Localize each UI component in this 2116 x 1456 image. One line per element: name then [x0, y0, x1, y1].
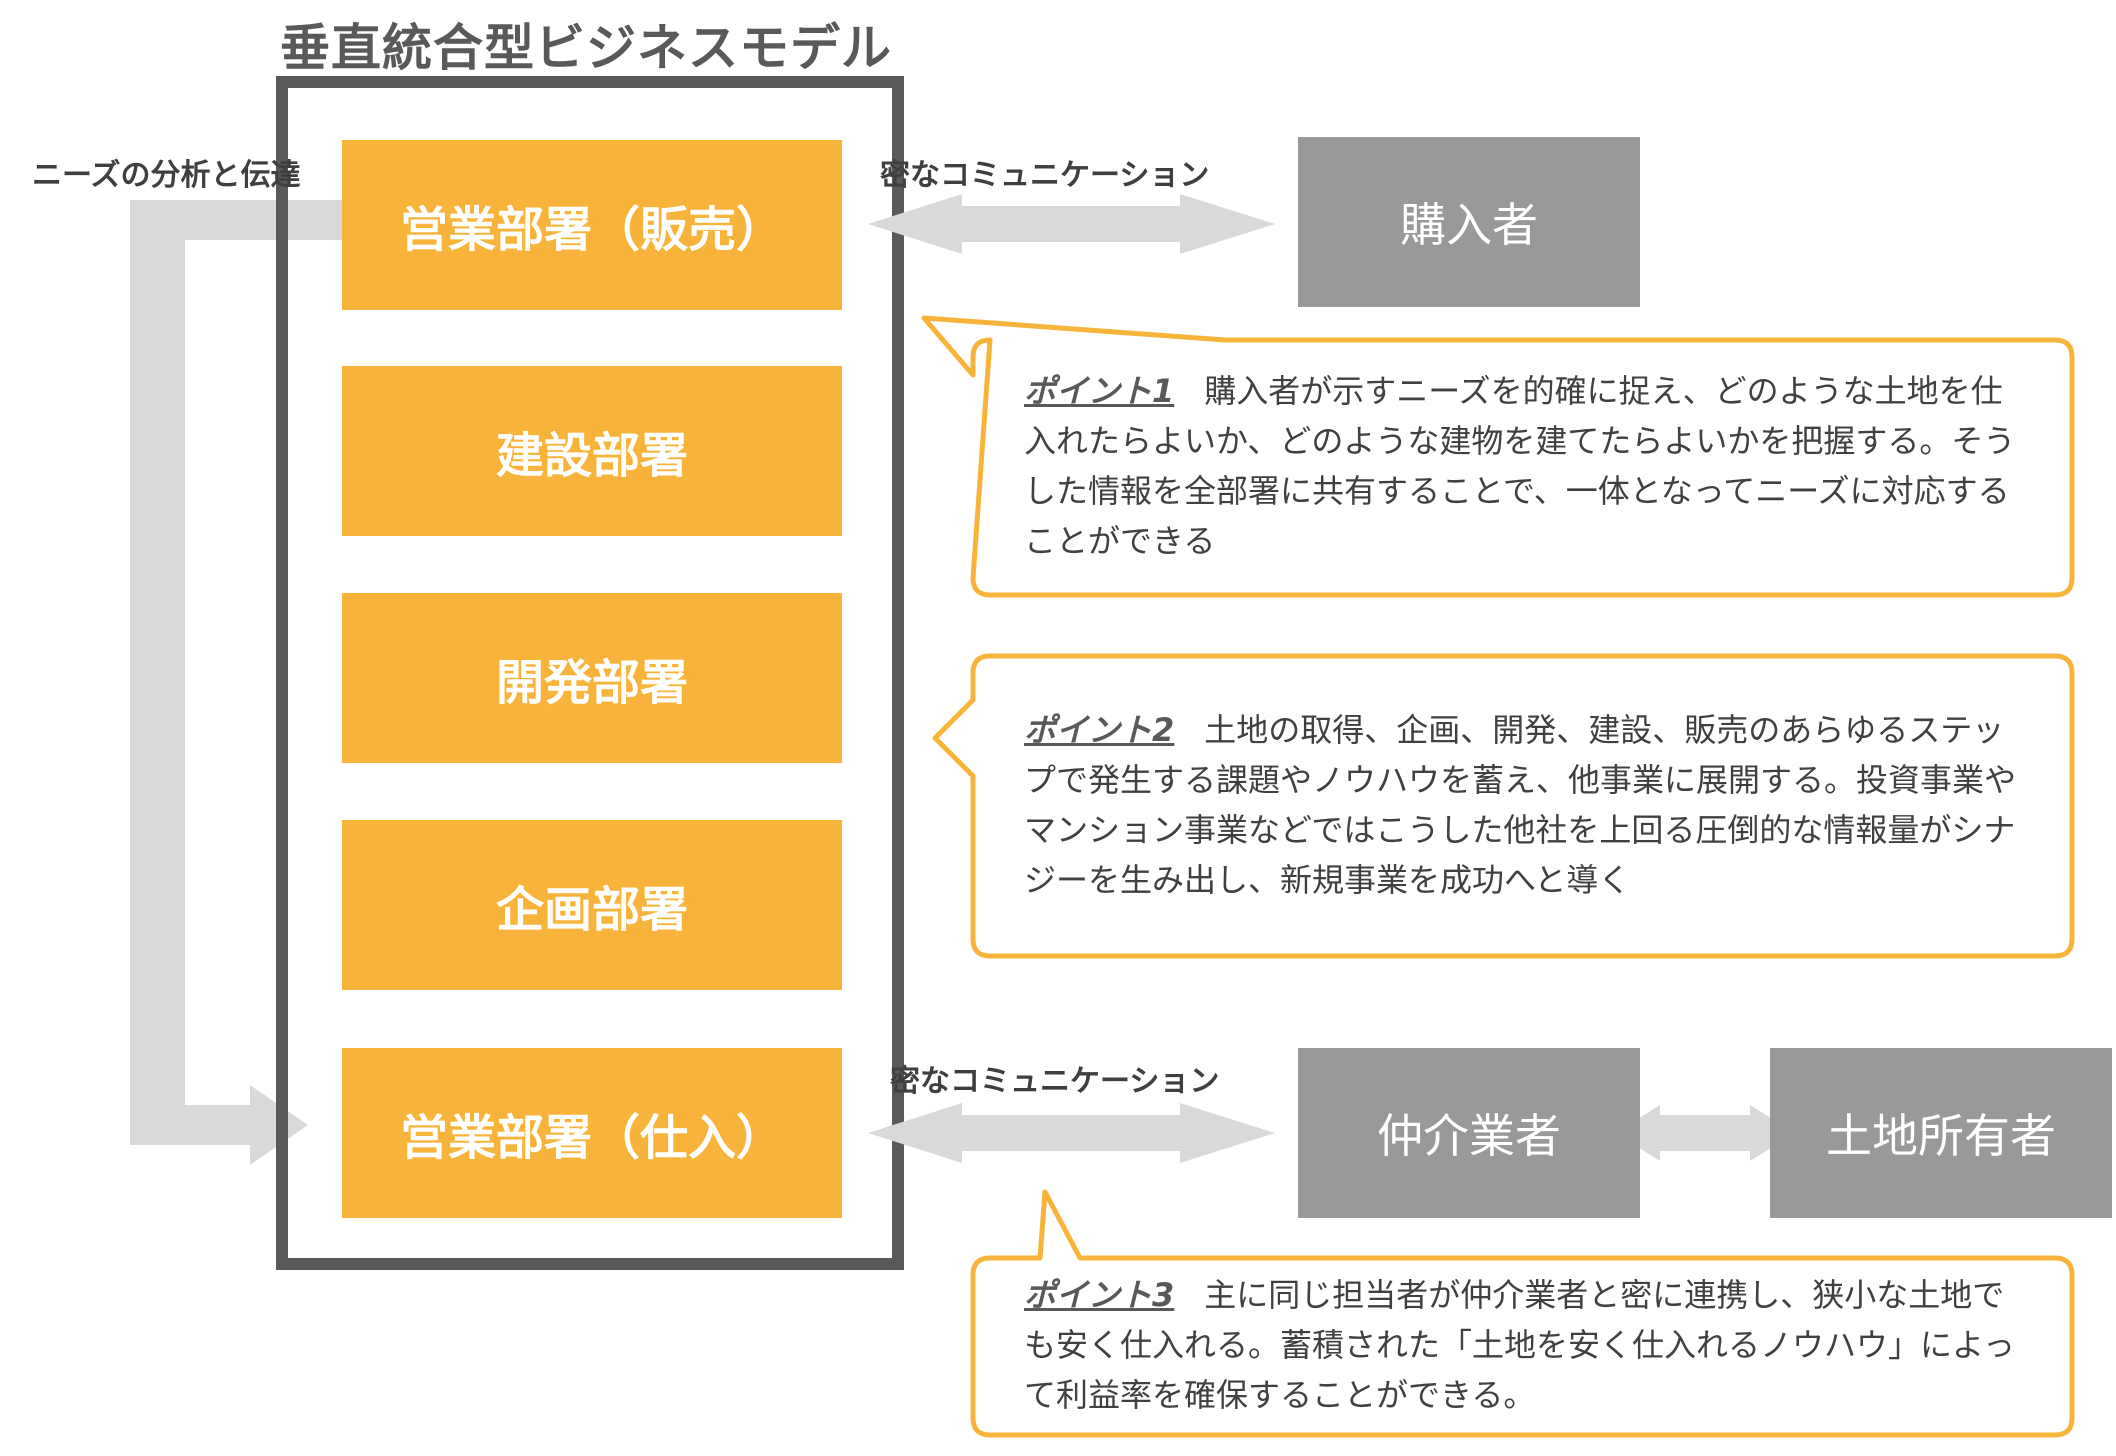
point2-body: 土地の取得、企画、開発、建設、販売のあらゆるステップで発生する課題やノウハウを蓄…	[1024, 711, 2017, 899]
point1-callout	[921, 315, 2075, 598]
dept-planning: 企画部署	[342, 820, 842, 990]
dept-procurement: 営業部署（仕入）	[342, 1048, 842, 1218]
comm-arrow-bottom	[868, 1103, 1275, 1163]
party-broker: 仲介業者	[1298, 1048, 1640, 1218]
point3-callout	[970, 1189, 2075, 1438]
point2-label: ポイント2	[1024, 711, 1175, 749]
dept-development: 開発部署	[342, 593, 842, 763]
page-title: 垂直統合型ビジネスモデル	[280, 19, 892, 77]
point1-label: ポイント1	[1024, 372, 1175, 410]
party-landowner: 土地所有者	[1770, 1048, 2112, 1218]
broker-landowner-arrow	[1615, 1105, 1795, 1161]
vertical-integration-frame	[276, 76, 904, 1270]
point3-label: ポイント3	[1024, 1276, 1175, 1314]
dept-construction: 建設部署	[342, 366, 842, 536]
comm-arrow-top	[868, 194, 1275, 254]
point2-callout	[932, 653, 2075, 959]
dept-sales: 営業部署（販売）	[342, 140, 842, 310]
needs-loop-arrow	[130, 200, 342, 1165]
needs-analysis-label: ニーズの分析と伝達	[32, 158, 301, 193]
comm-label-top: 密なコミュニケーション	[880, 158, 1210, 193]
point3-body: 主に同じ担当者が仲介業者と密に連携し、狭小な土地でも安く仕入れる。蓄積された「土…	[1024, 1276, 2016, 1414]
party-buyer: 購入者	[1298, 137, 1640, 307]
point1-body: 購入者が示すニーズを的確に捉え、どのような土地を仕入れたらよいか、どのような建物…	[1024, 372, 2016, 560]
comm-label-bottom: 密なコミュニケーション	[890, 1064, 1220, 1099]
